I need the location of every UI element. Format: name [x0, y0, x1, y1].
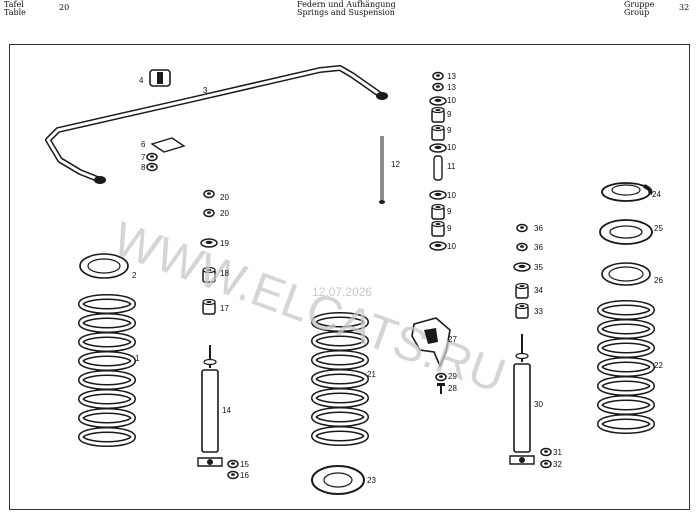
bush-9d	[431, 220, 445, 237]
part-label-31: 31	[553, 448, 562, 457]
part-label-20a: 20	[220, 193, 229, 202]
part-label-1: 1	[135, 354, 140, 363]
part-label-9d: 9	[447, 224, 452, 233]
rear-spring-cup	[599, 219, 653, 245]
part-label-16: 16	[240, 471, 249, 480]
nut-31	[540, 447, 552, 457]
part-label-20b: 20	[220, 209, 229, 218]
front-coil-spring	[81, 297, 133, 444]
part-label-34: 34	[534, 286, 543, 295]
part-label-35: 35	[534, 263, 543, 272]
nut-20a	[203, 189, 215, 199]
title-de: Federn und Aufhängung	[297, 0, 396, 9]
front-shock-absorber	[197, 345, 223, 467]
group-number: 32	[679, 3, 690, 12]
washer-10a	[429, 96, 447, 106]
part-label-13a: 13	[447, 72, 456, 81]
rear-coil-spring	[600, 303, 652, 431]
part-label-21: 21	[367, 370, 376, 379]
part-label-3: 3	[203, 86, 208, 95]
washer-10c	[429, 190, 447, 200]
bush-9c	[431, 203, 445, 220]
part-label-33: 33	[534, 307, 543, 316]
small-nut	[146, 162, 158, 172]
part-label-27: 27	[448, 335, 457, 344]
part-label-28: 28	[448, 384, 457, 393]
washer-10b	[429, 143, 447, 153]
rubber-mount	[149, 69, 171, 87]
part-label-10a: 10	[447, 96, 456, 105]
part-label-17: 17	[220, 304, 229, 313]
nut-13b	[432, 82, 444, 92]
clamp-bracket	[150, 137, 186, 153]
part-label-29: 29	[448, 372, 457, 381]
bolt-28	[437, 383, 445, 394]
part-label-25: 25	[654, 224, 663, 233]
part-label-4: 4	[139, 76, 144, 85]
stabilizer-bar	[45, 65, 388, 184]
bush-17	[202, 298, 216, 315]
spacer-sleeve	[433, 155, 443, 181]
part-label-12: 12	[391, 160, 400, 169]
part-label-9a: 9	[447, 110, 452, 119]
nut-20b	[203, 208, 215, 218]
watermark-date: 12.07.2026	[312, 285, 372, 299]
part-label-9c: 9	[447, 207, 452, 216]
long-bolt	[379, 136, 385, 204]
table-label-en: Table	[4, 8, 26, 17]
part-label-9b: 9	[447, 126, 452, 135]
bush-9a	[431, 106, 445, 123]
part-label-36a: 36	[534, 224, 543, 233]
part-label-19: 19	[220, 239, 229, 248]
rear-spring-pad	[601, 262, 651, 286]
part-label-10c: 10	[447, 191, 456, 200]
nut-15	[227, 459, 239, 469]
washer-10d	[429, 241, 447, 251]
part-label-24: 24	[652, 190, 661, 199]
table-label-de: Tafel	[4, 0, 24, 9]
part-labels: 4 3 6 7 8 2 1 20 20 19 18 17 14 15 16 21…	[132, 72, 663, 485]
nut-36a	[516, 223, 528, 233]
part-label-7: 7	[141, 153, 146, 162]
part-label-32: 32	[553, 460, 562, 469]
washer-35	[513, 262, 531, 272]
part-label-23: 23	[367, 476, 376, 485]
nut-13a	[432, 71, 444, 81]
part-label-11: 11	[447, 162, 456, 171]
page-header: Tafel Table 20 Federn und Aufhängung Spr…	[0, 0, 700, 24]
group-label-de: Gruppe	[624, 0, 655, 9]
bump-stop-bracket	[411, 317, 451, 369]
rear-shock-absorber	[509, 334, 535, 465]
part-label-6: 6	[141, 140, 146, 149]
table-number: 20	[59, 3, 70, 12]
part-label-14: 14	[222, 406, 231, 415]
spring-pad-ring	[79, 253, 129, 279]
part-label-36b: 36	[534, 243, 543, 252]
nut-36b	[516, 242, 528, 252]
bush-33	[515, 302, 529, 319]
part-label-26: 26	[654, 276, 663, 285]
part-label-30: 30	[534, 400, 543, 409]
title-en: Springs and Suspension	[297, 8, 395, 17]
rear-spring-seat	[601, 182, 653, 202]
part-label-10d: 10	[447, 242, 456, 251]
nut-32	[540, 459, 552, 469]
part-label-18: 18	[220, 269, 229, 278]
part-label-22: 22	[654, 361, 663, 370]
bush-34	[515, 282, 529, 299]
part-label-15: 15	[240, 460, 249, 469]
group-label-en: Group	[624, 8, 650, 17]
small-nut	[146, 152, 158, 162]
part-label-2: 2	[132, 271, 137, 280]
nut-16	[227, 470, 239, 480]
bush-9b	[431, 124, 445, 141]
part-label-8: 8	[141, 163, 146, 172]
part-label-10b: 10	[447, 143, 456, 152]
part-label-13b: 13	[447, 83, 456, 92]
spring-seat-plate	[311, 465, 365, 495]
diagram-frame	[9, 44, 690, 510]
